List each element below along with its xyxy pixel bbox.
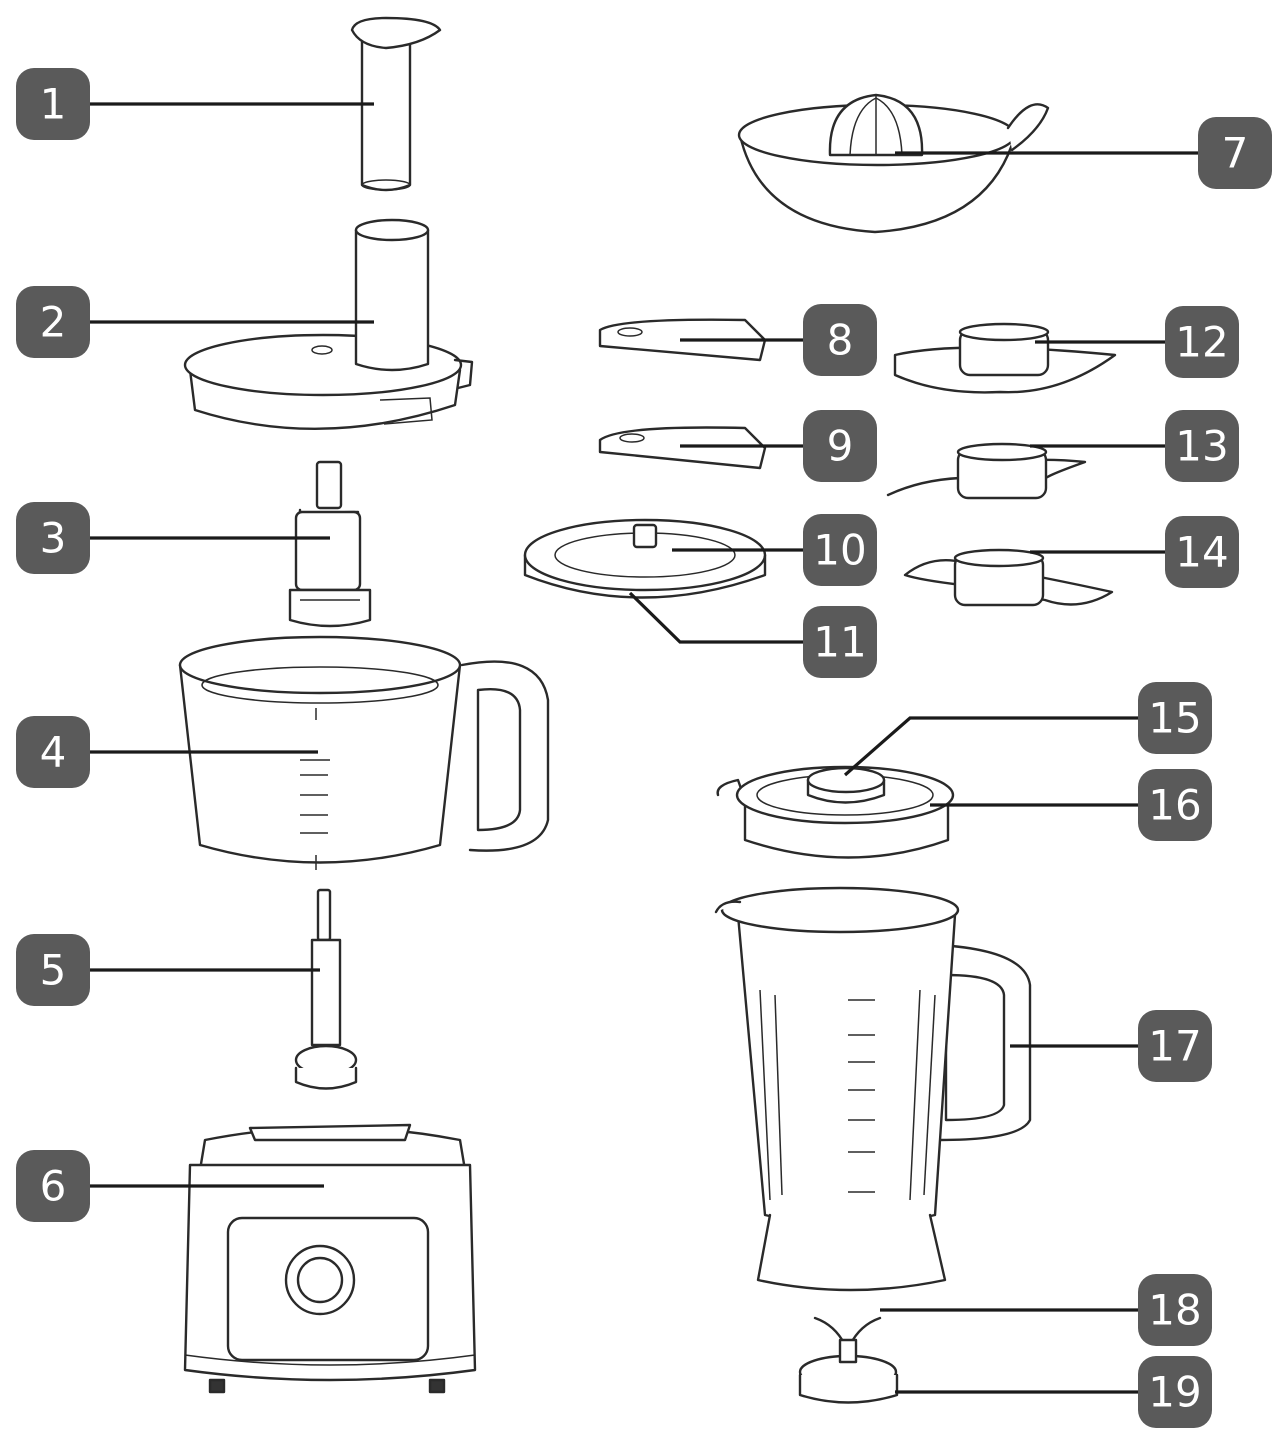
badge-7: 7 (1198, 117, 1272, 189)
badge-15: 15 (1138, 682, 1212, 754)
badge-10-text: 10 (813, 526, 866, 575)
leader-lines (90, 102, 1198, 1394)
number-badges: 1 2 3 4 5 6 7 8 (16, 68, 1272, 1428)
badge-14-text: 14 (1175, 528, 1228, 577)
badge-5: 5 (16, 934, 90, 1006)
part-2-lid (183, 218, 474, 431)
badge-7-text: 7 (1222, 129, 1249, 178)
badge-18: 18 (1138, 1274, 1212, 1346)
badge-8: 8 (803, 304, 877, 376)
part-7-citrus-juicer (737, 93, 1050, 234)
badge-19: 19 (1138, 1356, 1212, 1428)
part-14-chopping-blade (903, 548, 1114, 607)
part-15-16-blender-lid (716, 765, 955, 859)
part-10-11-disc (523, 518, 767, 599)
badge-17-text: 17 (1148, 1022, 1201, 1071)
badge-12: 12 (1165, 306, 1239, 378)
part-12-dough-blade (893, 322, 1117, 394)
badge-2-text: 2 (40, 298, 67, 347)
badge-18-text: 18 (1148, 1286, 1201, 1335)
part-9-blade (598, 426, 767, 470)
badge-4: 4 (16, 716, 90, 788)
badge-11: 11 (803, 606, 877, 678)
badge-19-text: 19 (1148, 1368, 1201, 1417)
badge-11-text: 11 (813, 618, 866, 667)
badge-16-text: 16 (1148, 781, 1201, 830)
part-5-blade-spindle (294, 888, 358, 1090)
badge-6-text: 6 (40, 1162, 67, 1211)
badge-13-text: 13 (1175, 422, 1228, 471)
part-6-motor-base (183, 1123, 477, 1394)
badge-14: 14 (1165, 516, 1239, 588)
part-17-blender-jug (714, 886, 1032, 1292)
badge-1: 1 (16, 68, 90, 140)
badge-2: 2 (16, 286, 90, 358)
badge-3-text: 3 (40, 514, 67, 563)
badge-9: 9 (803, 410, 877, 482)
badge-13: 13 (1165, 410, 1239, 482)
part-3-coupling (288, 460, 372, 628)
badge-6: 6 (16, 1150, 90, 1222)
badge-9-text: 9 (827, 422, 854, 471)
part-13-emulsifier (886, 442, 1087, 500)
badge-12-text: 12 (1175, 318, 1228, 367)
badge-10: 10 (803, 514, 877, 586)
part-1-food-pusher (350, 16, 442, 192)
leader-15 (843, 716, 1138, 777)
leader-11 (628, 591, 803, 644)
badge-17: 17 (1138, 1010, 1212, 1082)
badge-4-text: 4 (40, 728, 67, 777)
badge-3: 3 (16, 502, 90, 574)
badge-16: 16 (1138, 769, 1212, 841)
badge-5-text: 5 (40, 946, 67, 995)
part-18-19-blade-unit (798, 1316, 899, 1404)
part-4-bowl (178, 635, 550, 870)
badge-15-text: 15 (1148, 694, 1201, 743)
badge-8-text: 8 (827, 316, 854, 365)
badge-1-text: 1 (40, 80, 67, 129)
